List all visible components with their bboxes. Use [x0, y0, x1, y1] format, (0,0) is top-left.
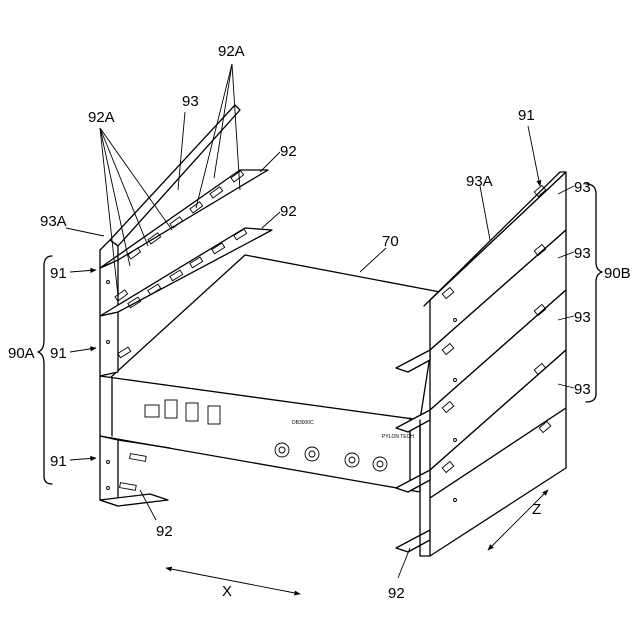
- label-92A-left: 92A: [88, 109, 115, 126]
- label-92-bottom-left: 92: [156, 523, 173, 540]
- label-93-r3: 93: [574, 309, 591, 326]
- label-z: Z: [532, 501, 541, 518]
- label-90A: 90A: [8, 345, 35, 362]
- brace-90A: [38, 256, 52, 484]
- label-92-top1: 92: [280, 143, 297, 160]
- label-92-bottom-right: 92: [388, 585, 405, 602]
- label-93-top: 93: [182, 93, 199, 110]
- label-93-r2: 93: [574, 245, 591, 262]
- brace-90B: [586, 184, 602, 402]
- label-91-l2: 91: [50, 345, 67, 362]
- label-91-l3: 91: [50, 453, 67, 470]
- label-90B: 90B: [604, 265, 631, 282]
- label-91-l1: 91: [50, 265, 67, 282]
- label-93A-left: 93A: [40, 213, 67, 230]
- model-text: DB3000C: [292, 420, 314, 426]
- label-93-r4: 93: [574, 381, 591, 398]
- label-91-right: 91: [518, 107, 535, 124]
- label-93-r1: 93: [574, 179, 591, 196]
- label-93A-right: 93A: [466, 173, 493, 190]
- brand-text: PYLON TECH: [382, 434, 414, 440]
- label-92-top2: 92: [280, 203, 297, 220]
- label-92A-top: 92A: [218, 43, 245, 60]
- label-x: X: [222, 583, 232, 600]
- right-bracket-stack: [396, 172, 566, 556]
- label-70: 70: [382, 233, 399, 250]
- slots-bottom-flange: [120, 454, 147, 491]
